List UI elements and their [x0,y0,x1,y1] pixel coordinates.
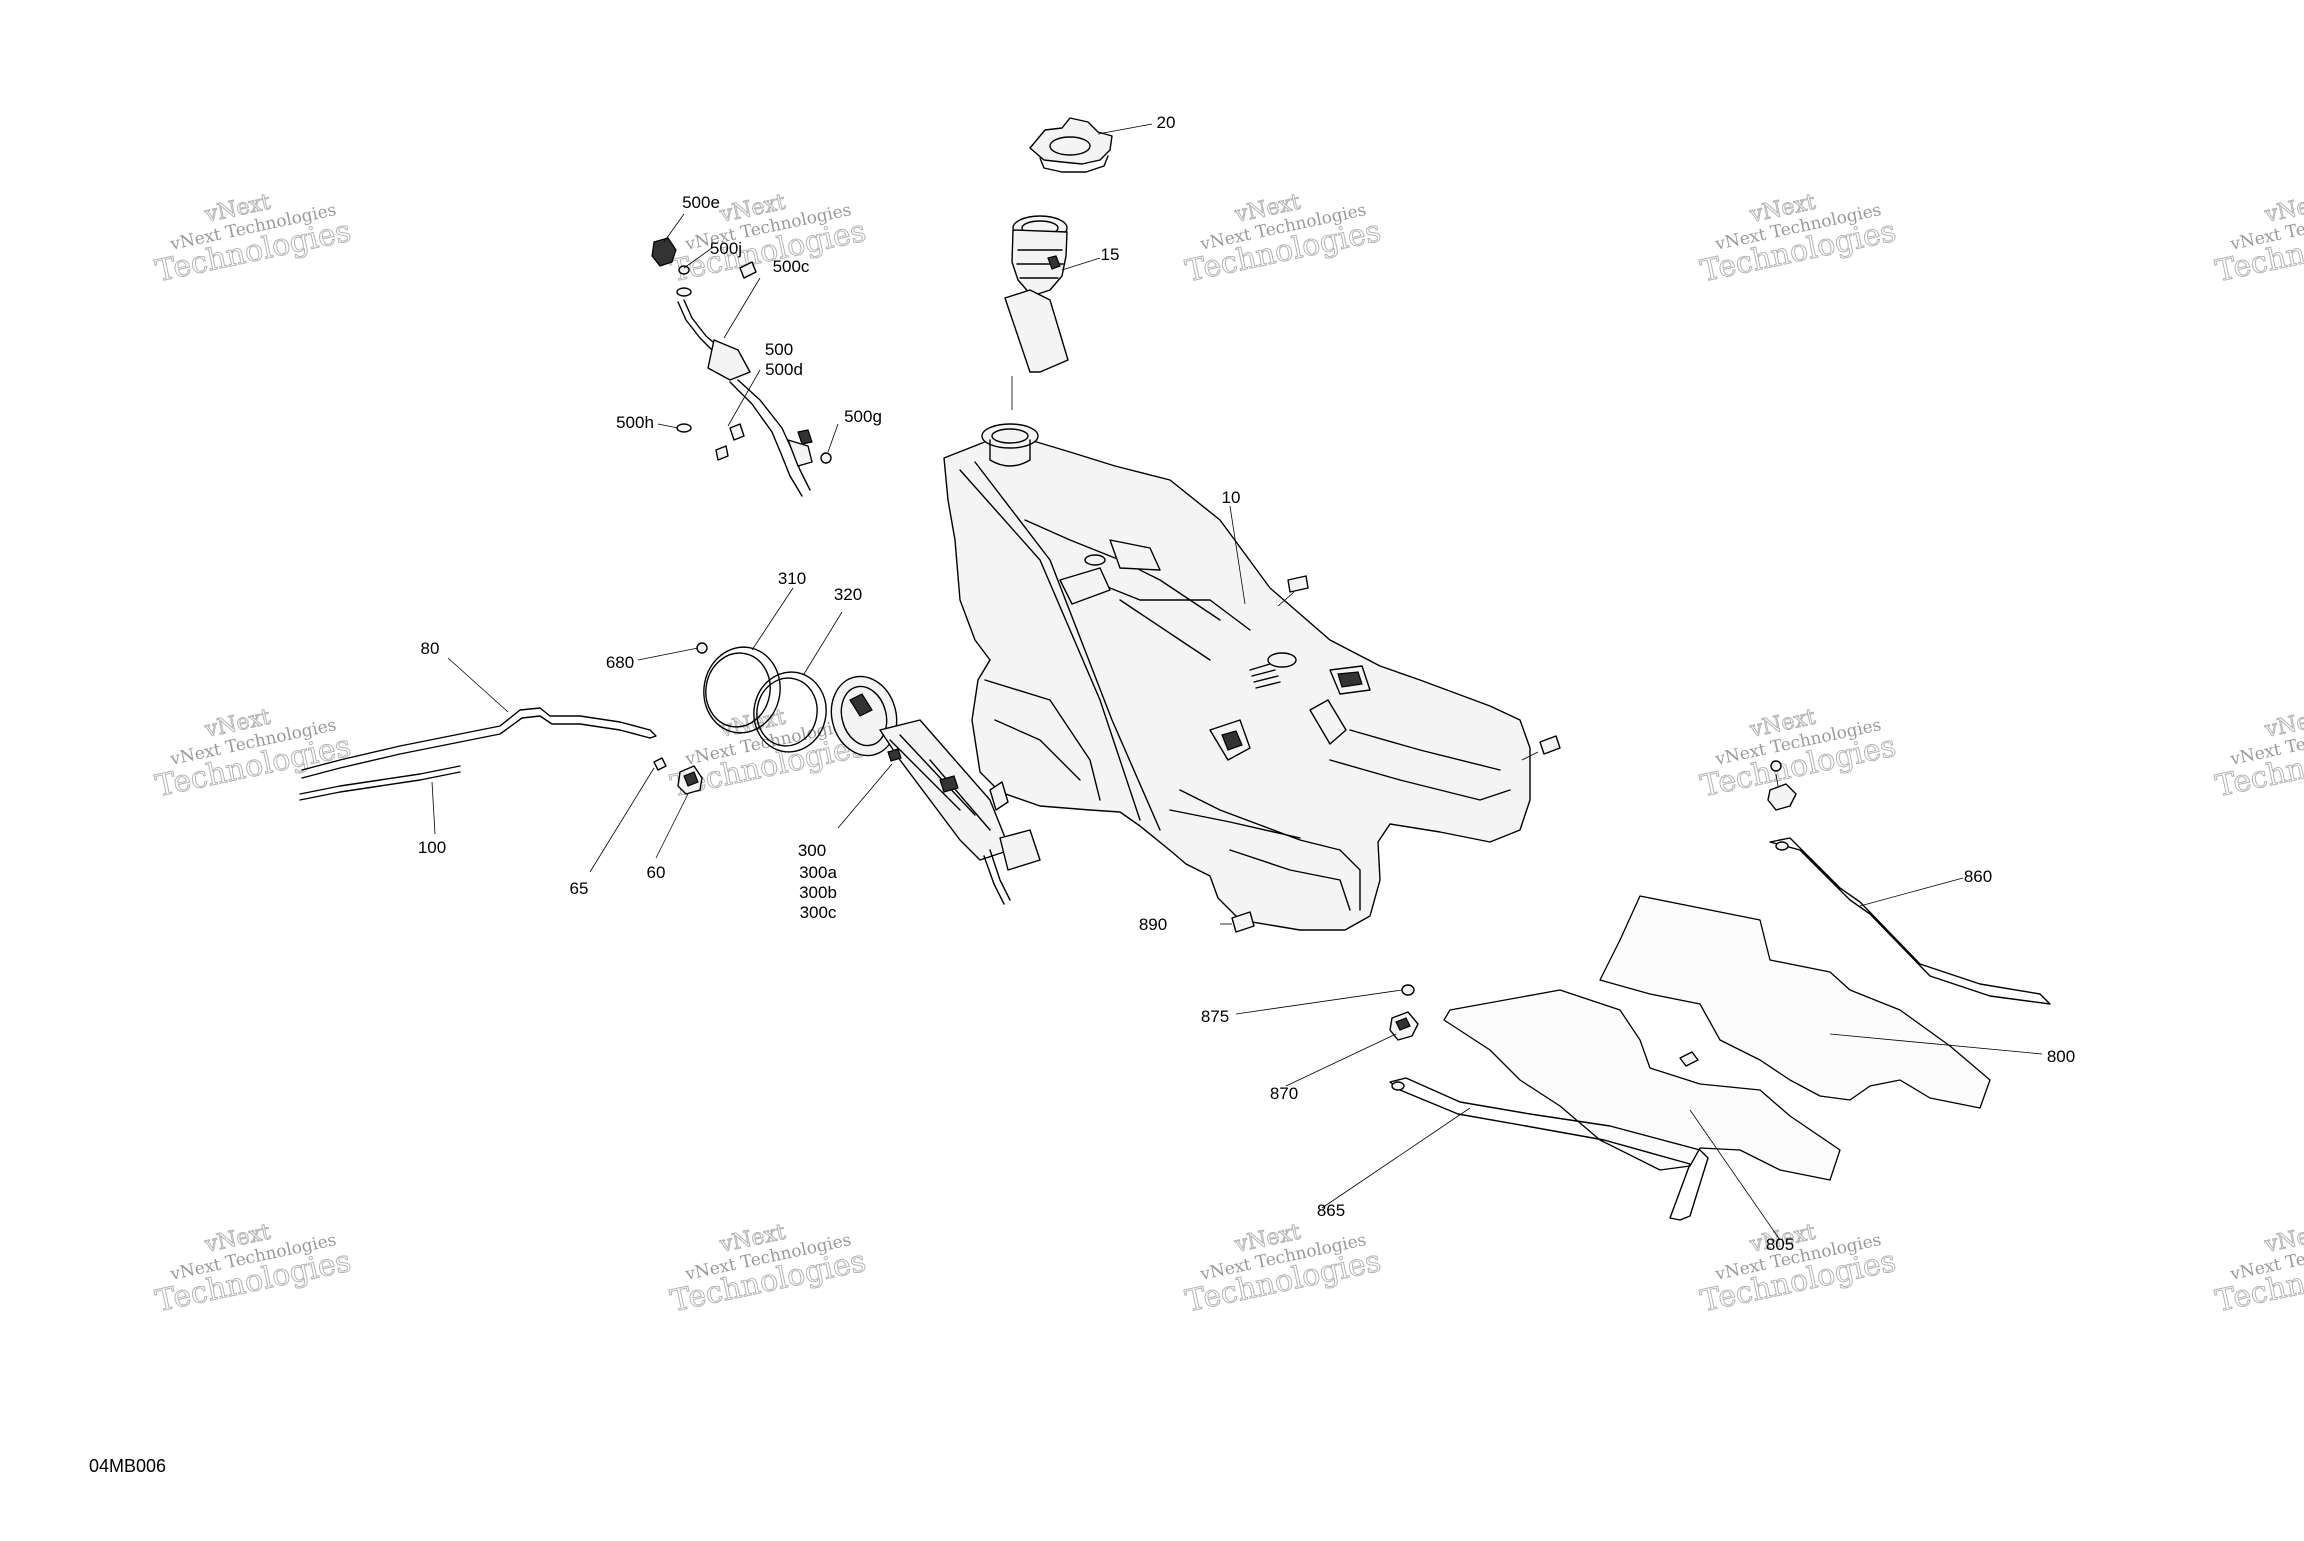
watermark: vNext vNext Technologies Technologies [1182,1219,1384,1320]
callout-500d: 500d [765,360,803,379]
callout-labels: 20 15 10 890 500e 500j 500c 500 500d 500… [418,113,2075,1254]
callout-500e: 500e [682,193,720,212]
callout-60: 60 [647,863,666,882]
callout-15: 15 [1101,245,1120,264]
callout-500c: 500c [773,257,810,276]
callout-500j: 500j [710,239,742,258]
bracket-860 [1769,837,2051,1005]
callout-80: 80 [421,639,440,658]
callout-680: 680 [606,653,634,672]
fuel-line-80 [301,707,657,779]
callout-300c: 300c [800,903,837,922]
watermark: vNext vNext Technologies Technologies [2212,704,2304,805]
fuel-cap [1029,117,1113,173]
callout-500: 500 [765,340,793,359]
callout-100: 100 [418,838,446,857]
callout-500h: 500h [616,413,654,432]
callout-890: 890 [1139,915,1167,934]
pad-top [1287,575,1309,593]
callout-65: 65 [570,879,589,898]
callout-20: 20 [1157,113,1176,132]
watermark: vNext vNext Technologies Technologies [2212,189,2304,290]
watermark: vNext vNext Technologies Technologies [152,189,354,290]
clip-890 [1231,911,1255,933]
fuel-tank [943,423,1531,931]
watermark: vNext vNext Technologies Technologies [152,704,354,805]
watermark: vNext vNext Technologies Technologies [1182,189,1384,290]
fuel-pump-module [830,675,1041,905]
pad-left [989,781,1009,811]
callout-300a: 300a [799,863,837,882]
callout-310: 310 [778,569,806,588]
watermark: vNext vNext Technologies Technologies [1697,189,1899,290]
callout-865: 865 [1317,1201,1345,1220]
callout-800: 800 [2047,1047,2075,1066]
callout-875: 875 [1201,1007,1229,1026]
callout-500g: 500g [844,407,882,426]
callout-805: 805 [1766,1235,1794,1254]
watermark: vNext vNext Technologies Technologies [2212,1219,2304,1320]
watermark: vNext vNext Technologies Technologies [1697,1219,1899,1320]
fuel-line-100 [299,765,461,801]
callout-300b: 300b [799,883,837,902]
connector-60 [677,765,703,795]
clip-870 [1389,1011,1419,1041]
watermark: vNext vNext Technologies Technologies [667,189,869,290]
callout-870: 870 [1270,1084,1298,1103]
drawing-id: 04MB006 [89,1456,166,1476]
heat-shield-800 [1599,895,1991,1109]
pad-right [1539,735,1561,755]
screw-875 [1401,984,1415,996]
clip-65 [653,757,667,771]
retaining-ring [703,646,781,734]
callout-320: 320 [834,585,862,604]
watermark: vNext vNext Technologies Technologies [152,1219,354,1320]
heat-shield-805 [1443,989,1841,1181]
seal-ring [753,671,827,753]
watermark: vNext vNext Technologies Technologies [1697,704,1899,805]
callout-860: 860 [1964,867,1992,886]
filler-neck [1004,215,1069,373]
leader-lines [431,123,2043,1241]
bracket-865 [1389,1077,1709,1221]
vent-hose-assembly [651,237,832,497]
callout-10: 10 [1222,488,1241,507]
watermark: vNext vNext Technologies Technologies [667,1219,869,1320]
screw-680 [696,642,708,654]
callout-300: 300 [798,841,826,860]
clip-860-mount [1767,760,1797,811]
